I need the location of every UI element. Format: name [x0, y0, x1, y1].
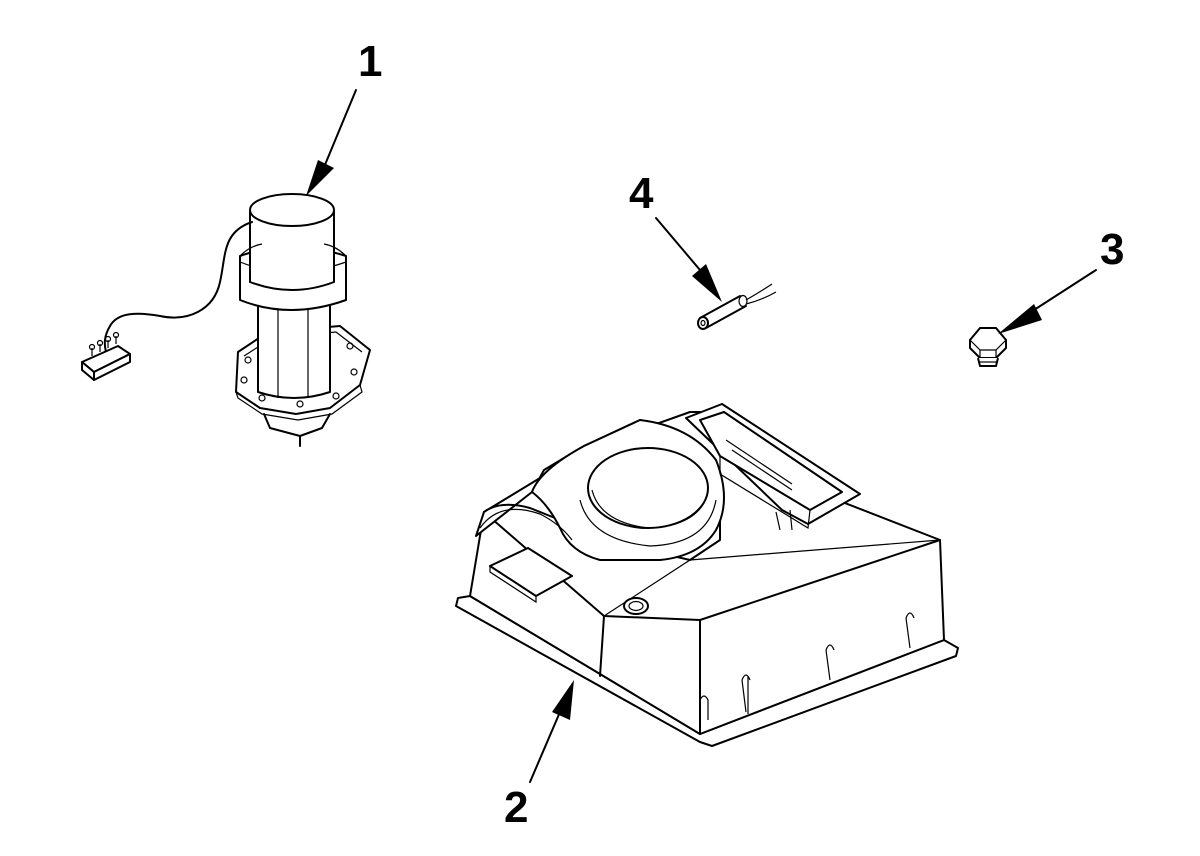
- part-1-motor-assembly: [81, 89, 371, 447]
- part-4-sensor: [655, 217, 777, 330]
- callout-label-2: 2: [504, 783, 529, 832]
- part-2-housing: [455, 403, 959, 783]
- callout-label-4: 4: [629, 169, 654, 218]
- callout-label-1: 1: [358, 37, 383, 86]
- part-3-hex-plug: [969, 269, 1097, 367]
- callout-label-3: 3: [1100, 225, 1125, 274]
